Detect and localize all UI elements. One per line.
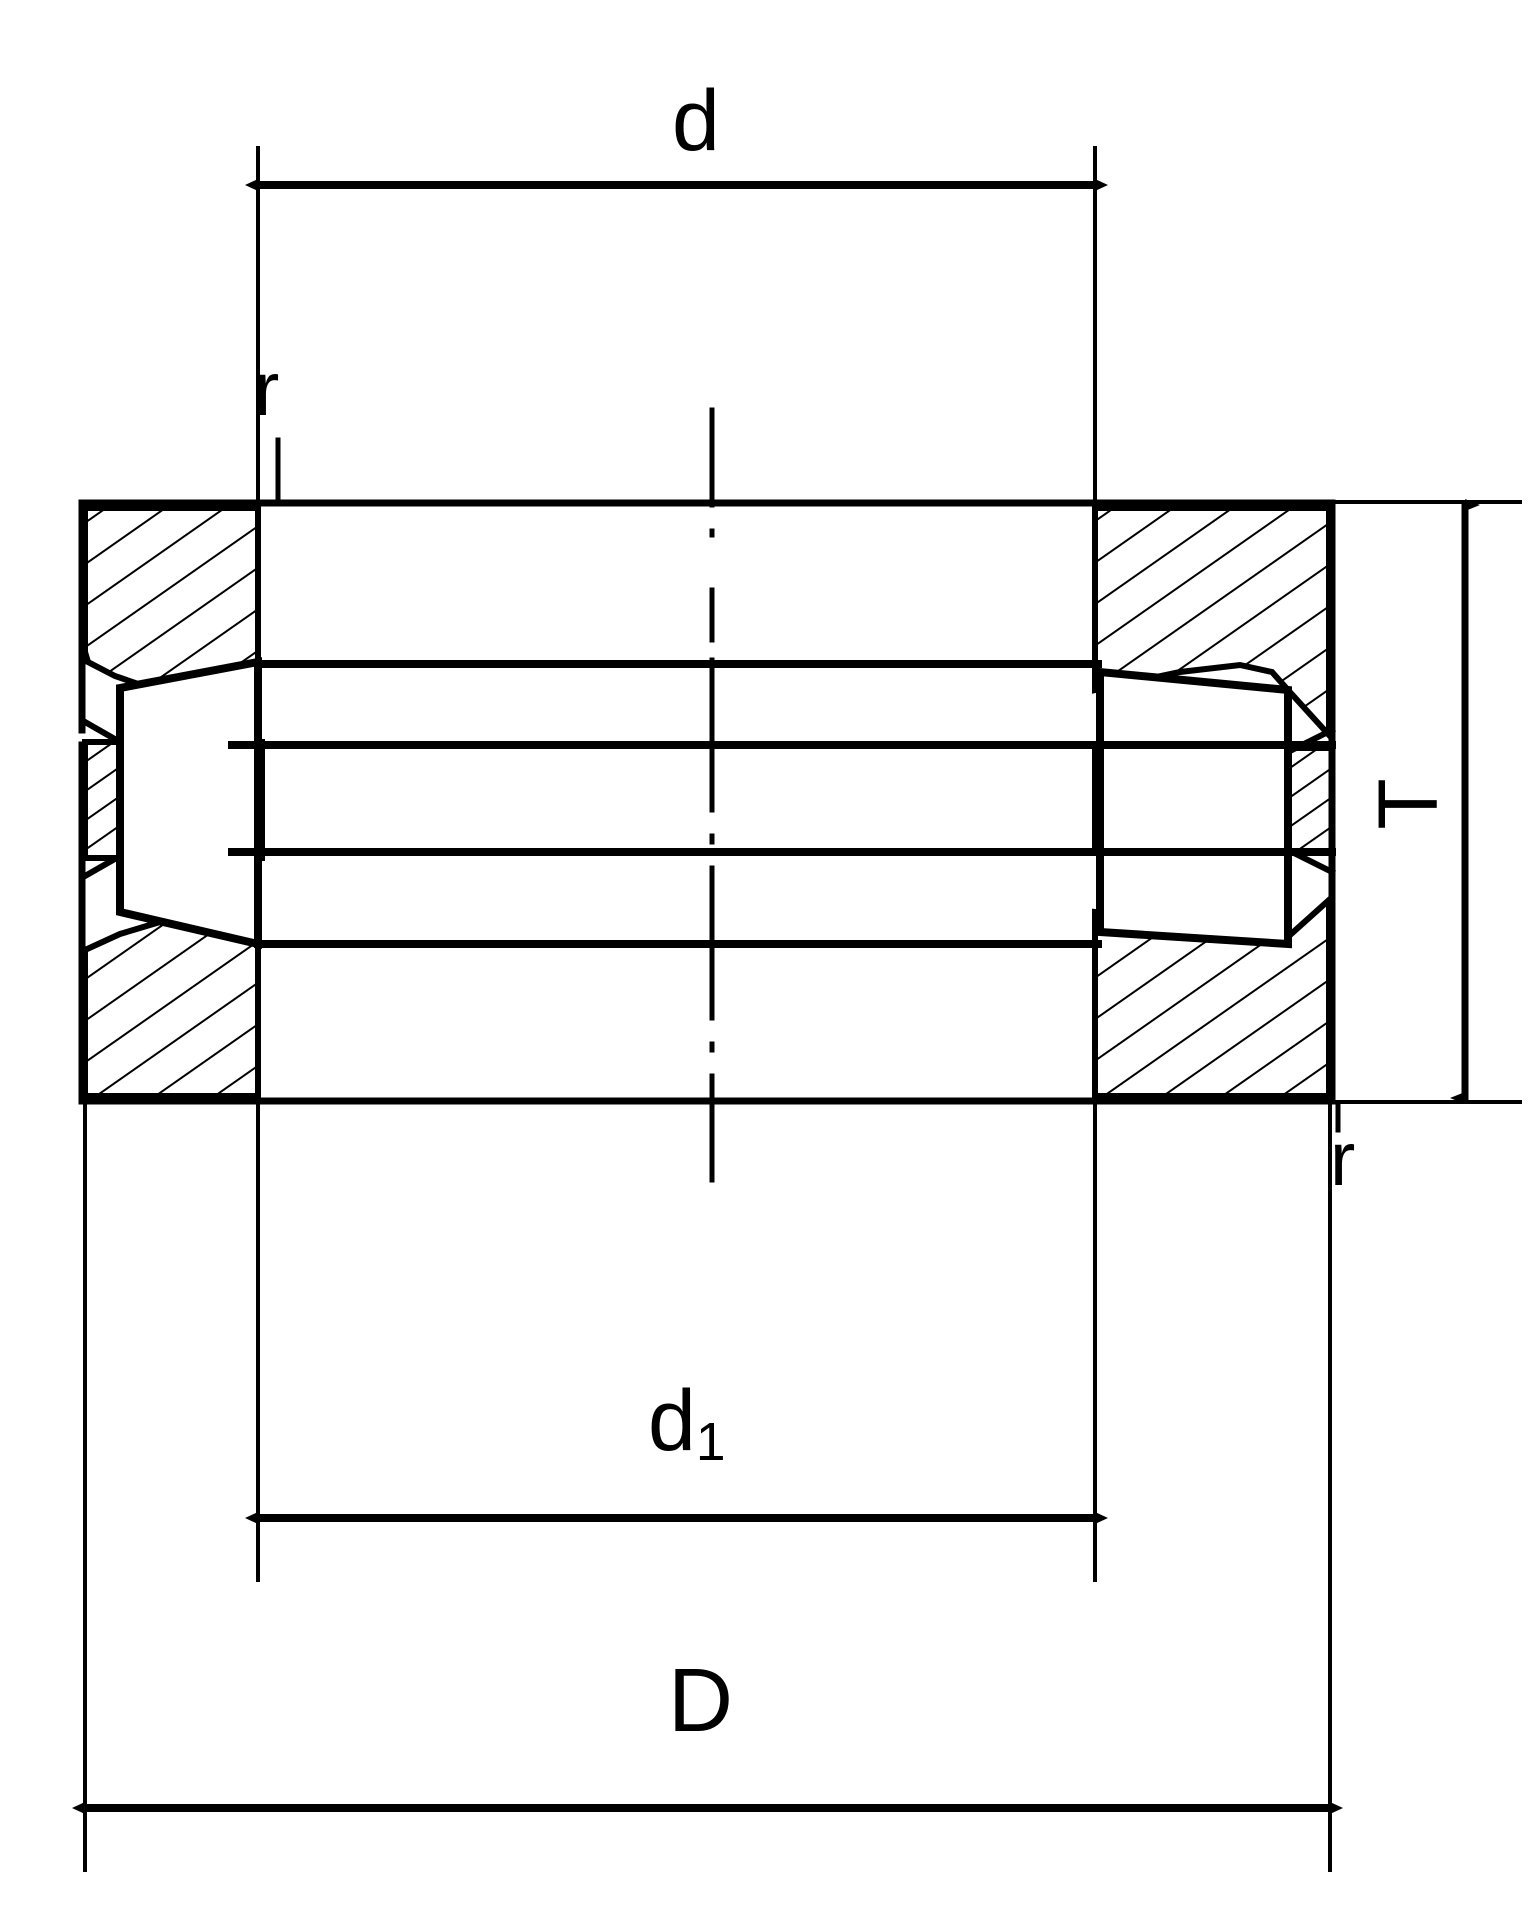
internal-lines	[228, 660, 1336, 948]
left-cage-column	[82, 739, 123, 861]
dimension-label-r-top: r	[254, 347, 280, 432]
dimension-label-r-bottom: r	[1330, 1117, 1356, 1202]
dimension-label-D: D	[668, 1651, 733, 1751]
dimension-label-d1-base: d	[648, 1373, 696, 1469]
dimension-label-d: d	[672, 73, 720, 169]
chamfer-notches	[80, 717, 1337, 881]
upper-left-race	[82, 505, 261, 691]
dimension-label-T: T	[1360, 778, 1455, 830]
tapered-roller-right	[1096, 667, 1292, 949]
dimension-label-d1: d1	[648, 1378, 726, 1469]
dimension-label-d1-subscript: 1	[695, 1412, 726, 1472]
tapered-roller-left	[116, 657, 262, 950]
